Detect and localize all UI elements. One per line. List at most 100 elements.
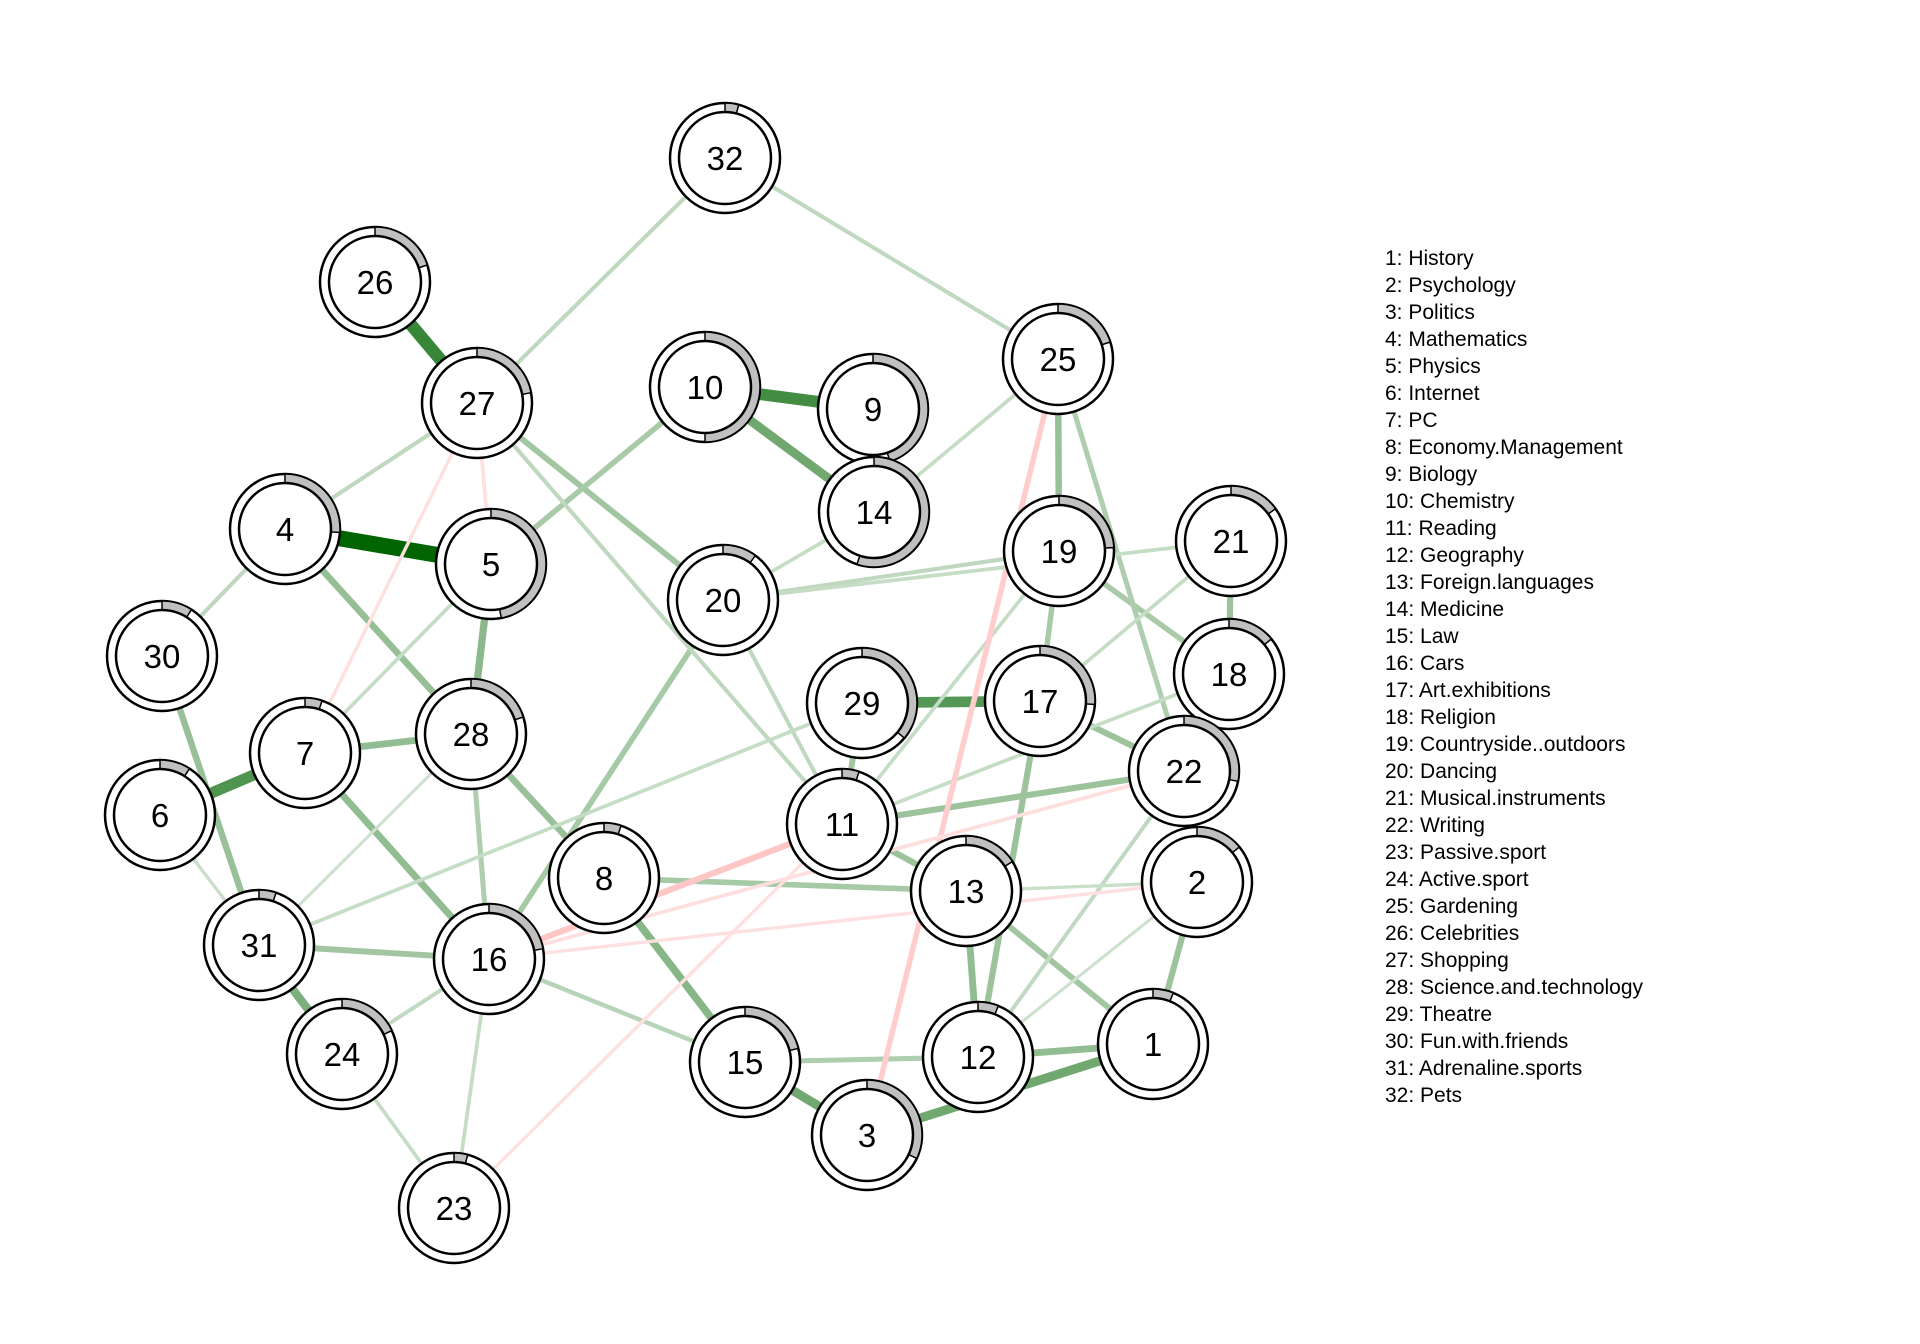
- node-layer: 1234567891011121314151617181920212223242…: [103, 101, 1288, 1265]
- node-24: 24: [285, 997, 399, 1111]
- node-label: 15: [727, 1044, 764, 1081]
- legend-entry: 26: Celebrities: [1385, 922, 1520, 945]
- node-label: 24: [324, 1036, 361, 1073]
- node-label: 6: [151, 797, 169, 834]
- node-label: 9: [864, 391, 882, 428]
- legend-entry: 3: Politics: [1385, 301, 1475, 324]
- node-label: 8: [595, 860, 613, 897]
- node-18: 18: [1172, 617, 1286, 731]
- node-29: 29: [805, 646, 919, 760]
- legend-entry: 21: Musical.instruments: [1385, 787, 1606, 810]
- node-14: 14: [817, 455, 931, 569]
- legend-entry: 11: Reading: [1385, 517, 1497, 540]
- node-core: [441, 911, 537, 1007]
- node-10: 10: [648, 330, 762, 444]
- node-label: 16: [471, 941, 508, 978]
- node-core: [794, 776, 890, 872]
- node-label: 22: [1166, 753, 1203, 790]
- edge-27-7: [303, 402, 479, 754]
- node-core: [1181, 626, 1277, 722]
- node-core: [825, 361, 921, 457]
- edge-27-11: [475, 401, 844, 826]
- node-label: 29: [844, 685, 881, 722]
- node-core: [1136, 723, 1232, 819]
- edge-21-20: [722, 539, 1232, 602]
- edge-32-25: [723, 156, 1060, 361]
- node-13: 13: [909, 834, 1023, 948]
- edge-16-2: [488, 880, 1198, 961]
- legend-entry: 4: Mathematics: [1385, 328, 1528, 351]
- node-core: [257, 705, 353, 801]
- node-5: 5: [434, 507, 548, 621]
- node-core: [1010, 311, 1106, 407]
- legend-entry: 20: Dancing: [1385, 760, 1498, 783]
- node-core: [1011, 503, 1107, 599]
- node-label: 19: [1041, 533, 1078, 570]
- legend-entry: 24: Active.sport: [1385, 868, 1529, 891]
- legend-entry: 1: History: [1385, 247, 1474, 270]
- node-label: 30: [144, 638, 181, 675]
- edge-3-25: [864, 358, 1061, 1136]
- edge-8-13: [603, 875, 967, 894]
- node-core: [930, 1009, 1026, 1105]
- node-21: 21: [1174, 484, 1288, 598]
- node-core: [443, 516, 539, 612]
- legend-entry: 14: Medicine: [1385, 598, 1505, 621]
- node-core: [1183, 493, 1279, 589]
- legend-entry: 25: Gardening: [1385, 895, 1519, 918]
- node-core: [826, 464, 922, 560]
- node-19: 19: [1002, 494, 1116, 608]
- edge-25-22: [1055, 358, 1187, 772]
- node-32: 32: [668, 101, 782, 215]
- legend-entry: 7: PC: [1385, 409, 1438, 432]
- legend-entry: 27: Shopping: [1385, 949, 1509, 972]
- node-9: 9: [816, 352, 930, 466]
- legend-entry: 12: Geography: [1385, 544, 1524, 567]
- node-core: [406, 1160, 502, 1256]
- node-label: 2: [1188, 864, 1206, 901]
- node-label: 11: [825, 806, 859, 843]
- node-core: [556, 830, 652, 926]
- node-label: 14: [856, 494, 893, 531]
- legend-entry: 29: Theatre: [1385, 1003, 1493, 1026]
- legend-entry: 32: Pets: [1385, 1084, 1463, 1107]
- node-label: 32: [707, 140, 744, 177]
- node-22: 22: [1127, 714, 1241, 828]
- legend-entry: 28: Science.and.technology: [1385, 976, 1644, 999]
- node-core: [814, 655, 910, 751]
- node-label: 12: [960, 1039, 997, 1076]
- node-16: 16: [432, 902, 546, 1016]
- node-core: [294, 1006, 390, 1102]
- node-label: 25: [1040, 341, 1077, 378]
- node-label: 1: [1144, 1026, 1162, 1063]
- node-core: [327, 234, 423, 330]
- node-core: [819, 1087, 915, 1183]
- legend-entry: 15: Law: [1385, 625, 1459, 648]
- node-label: 5: [482, 546, 500, 583]
- legend-entry: 22: Writing: [1385, 814, 1485, 837]
- node-31: 31: [202, 888, 316, 1002]
- edge-32-27: [475, 156, 727, 405]
- node-label: 26: [357, 264, 394, 301]
- node-label: 20: [705, 582, 742, 619]
- legend-entry: 6: Internet: [1385, 382, 1480, 405]
- legend-entry: 18: Religion: [1385, 706, 1496, 729]
- node-28: 28: [414, 677, 528, 791]
- node-label: 7: [296, 735, 314, 772]
- node-label: 28: [453, 716, 490, 753]
- edge-31-29: [258, 701, 863, 947]
- node-core: [675, 552, 771, 648]
- node-11: 11: [785, 767, 899, 881]
- legend-entry: 17: Art.exhibitions: [1385, 679, 1551, 702]
- node-label: 17: [1022, 683, 1059, 720]
- legend-entry: 19: Countryside..outdoors: [1385, 733, 1626, 756]
- edge-22-12: [976, 769, 1186, 1059]
- node-core: [429, 355, 525, 451]
- legend-entry: 13: Foreign.languages: [1385, 571, 1594, 594]
- legend-entry: 9: Biology: [1385, 463, 1478, 486]
- legend-entry: 5: Physics: [1385, 355, 1481, 378]
- node-23: 23: [397, 1151, 511, 1265]
- node-label: 27: [459, 385, 496, 422]
- node-core: [657, 339, 753, 435]
